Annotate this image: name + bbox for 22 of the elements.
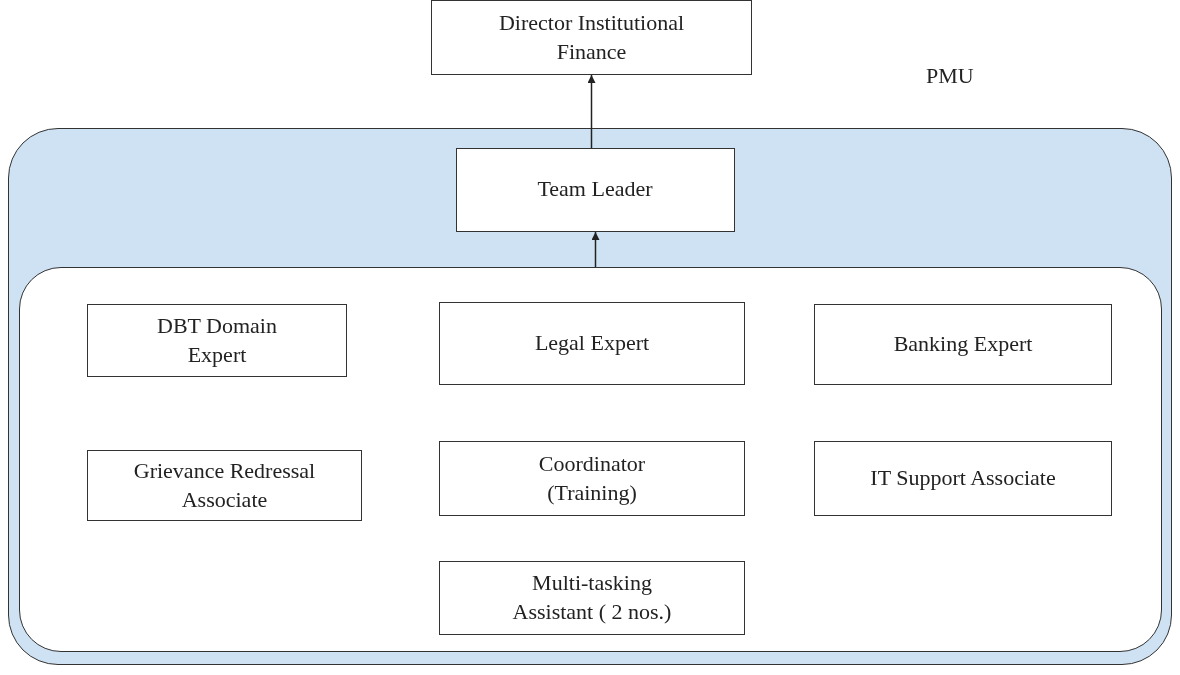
role-box [87,304,347,377]
role-box [87,450,362,521]
unit-heading: PMU [926,63,974,89]
role-title: Coordinator (Training) [537,449,647,507]
arrow [587,74,596,149]
role-box [439,441,745,516]
role-title: Director Institutional Finance [497,8,686,66]
role-title: IT Support Associate [870,464,1056,493]
role-box [814,441,1112,516]
role-title: Multi-tasking Assistant ( 2 nos.) [511,569,673,626]
role-title: Grievance Redressal Associate [132,456,317,514]
role-box [455,147,735,232]
role-box [439,561,745,635]
team-group-box [18,266,1162,652]
role-box [814,304,1112,385]
role-box [439,302,745,385]
arrow [591,231,600,268]
role-title: Legal Expert [534,329,650,358]
role-box [431,0,752,75]
role-title: Banking Expert [893,330,1033,359]
role-title: DBT Domain Expert [156,311,278,369]
role-title: Team Leader [537,175,653,204]
